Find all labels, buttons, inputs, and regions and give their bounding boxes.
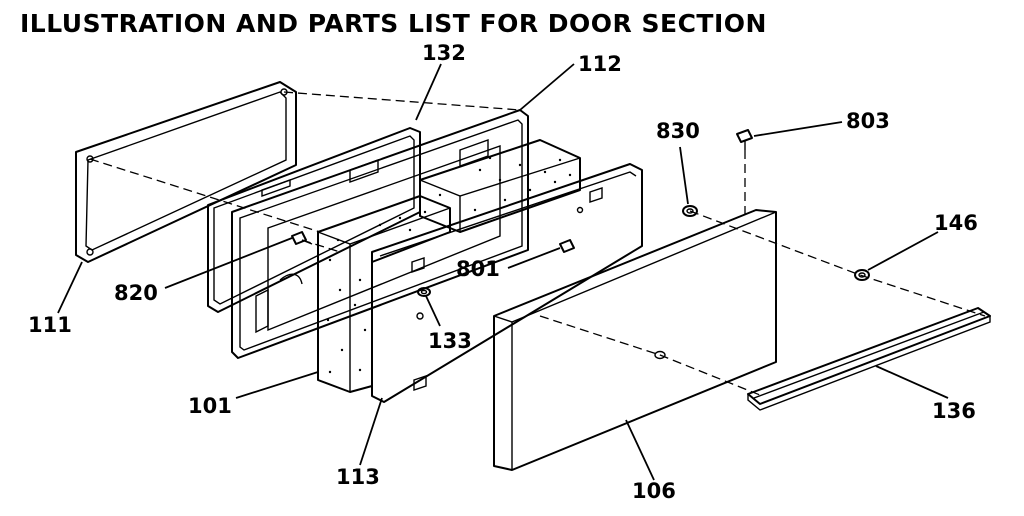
- label-146: 146: [934, 211, 978, 235]
- part-113-inner-panel: [371, 163, 643, 403]
- part-136-trim-strip: [747, 307, 991, 411]
- label-112: 112: [578, 52, 622, 76]
- label-132: 132: [422, 41, 466, 65]
- label-111: 111: [28, 313, 72, 337]
- part-101-insulation: [317, 195, 451, 393]
- leader-lines: [57, 63, 949, 481]
- part-146-grommet: [854, 269, 870, 281]
- label-106: 106: [632, 479, 676, 503]
- label-803: 803: [846, 109, 890, 133]
- label-101: 101: [188, 394, 232, 418]
- label-801: 801: [456, 257, 500, 281]
- part-803-screw: [736, 129, 753, 150]
- label-820: 820: [114, 281, 158, 305]
- label-136: 136: [932, 399, 976, 423]
- label-133: 133: [428, 329, 472, 353]
- part-labels: 132 112 830 803 146 820 801 111 133 101 …: [28, 41, 978, 503]
- part-133-grommet: [417, 287, 431, 297]
- label-830: 830: [656, 119, 700, 143]
- assembly-dashed-lines: [89, 91, 986, 396]
- part-830-grommet: [682, 205, 698, 217]
- part-801-screw: [559, 239, 575, 253]
- label-113: 113: [336, 465, 380, 489]
- part-111-gasket-frame: [75, 81, 297, 263]
- part-106-door-panel: [493, 209, 777, 471]
- diagram-title: ILLUSTRATION AND PARTS LIST FOR DOOR SEC…: [20, 9, 767, 38]
- rear-insulation-block: [419, 139, 581, 233]
